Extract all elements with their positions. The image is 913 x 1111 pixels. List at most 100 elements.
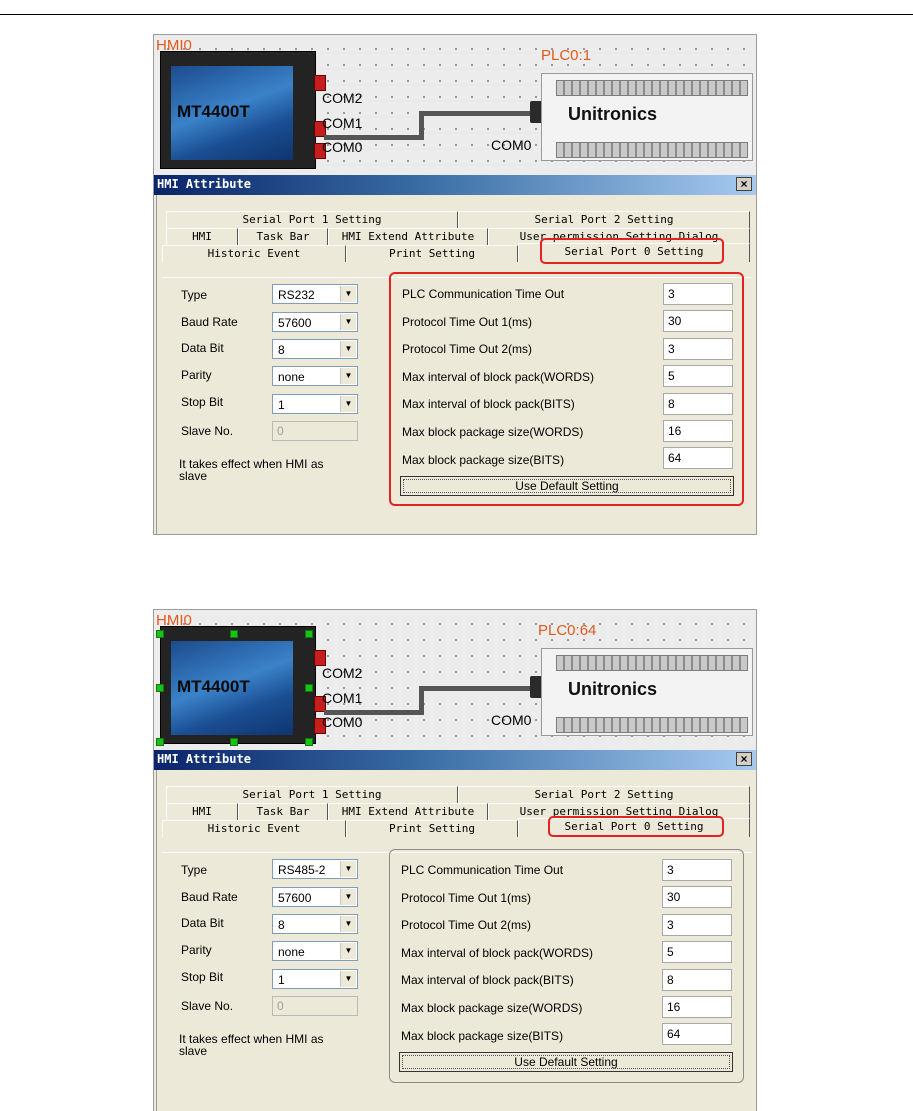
- selection-handle[interactable]: [230, 630, 238, 638]
- use-default-setting-button[interactable]: Use Default Setting: [399, 1052, 733, 1072]
- chevron-down-icon[interactable]: ▼: [340, 861, 356, 877]
- param-input[interactable]: 3: [662, 914, 732, 936]
- baud-rate-select[interactable]: 57600▼: [272, 312, 358, 332]
- com0-port[interactable]: [314, 718, 326, 734]
- plc-device[interactable]: Unitronics: [541, 648, 753, 736]
- type-label: Type: [181, 863, 208, 877]
- tab-serial-port-0[interactable]: Serial Port 0 Setting: [518, 243, 750, 262]
- type-select[interactable]: RS232▼: [272, 284, 358, 304]
- cable-segment[interactable]: [419, 111, 424, 140]
- plc-connector[interactable]: [530, 101, 544, 123]
- chevron-down-icon[interactable]: ▼: [340, 314, 356, 330]
- cable-segment[interactable]: [324, 710, 422, 715]
- param-input[interactable]: 5: [662, 941, 732, 963]
- plc-terminal-bottom: [556, 142, 748, 158]
- parity-label: Parity: [181, 368, 212, 382]
- selection-handle[interactable]: [230, 738, 238, 746]
- data-bit-label: Data Bit: [181, 916, 224, 930]
- use-default-setting-button[interactable]: Use Default Setting: [400, 476, 734, 496]
- screenshot-rs485: HMI0 MT4400T COM2 COM1 COM0 PLC0:64 COM0…: [153, 609, 757, 1111]
- com1-port[interactable]: [314, 121, 326, 137]
- chevron-down-icon[interactable]: ▼: [340, 286, 356, 302]
- baud-rate-select[interactable]: 57600▼: [272, 887, 358, 907]
- close-button[interactable]: ×: [736, 752, 752, 766]
- tab-serial-port-2[interactable]: Serial Port 2 Setting: [458, 211, 750, 228]
- tab-historic-event[interactable]: Historic Event: [162, 245, 346, 262]
- hmi-device[interactable]: MT4400T: [160, 626, 316, 744]
- dialog-titlebar[interactable]: HMI Attribute ×: [154, 750, 756, 770]
- chevron-down-icon[interactable]: ▼: [340, 916, 356, 932]
- cable-segment[interactable]: [419, 111, 537, 116]
- stop-bit-select[interactable]: 1▼: [272, 394, 358, 414]
- type-select[interactable]: RS485-2 ▼: [272, 859, 358, 879]
- param-input[interactable]: 5: [663, 365, 733, 387]
- param-input[interactable]: 3: [663, 338, 733, 360]
- plc-device[interactable]: Unitronics: [541, 73, 753, 161]
- page-header-rule: [0, 14, 913, 15]
- param-input[interactable]: 16: [662, 996, 732, 1018]
- tab-task-bar[interactable]: Task Bar: [238, 228, 328, 245]
- tab-hmi-extend-attribute[interactable]: HMI Extend Attribute: [328, 228, 488, 245]
- cable-segment[interactable]: [324, 135, 422, 140]
- selection-handle[interactable]: [305, 684, 313, 692]
- tab-serial-port-1[interactable]: Serial Port 1 Setting: [166, 786, 458, 803]
- parity-select[interactable]: none▼: [272, 941, 358, 961]
- data-bit-select[interactable]: 8▼: [272, 914, 358, 934]
- stop-bit-select[interactable]: 1▼: [272, 969, 358, 989]
- project-canvas[interactable]: HMI0 MT4400T COM2 COM1 COM0 PLC0:1 COM0 …: [154, 35, 756, 175]
- param-label: Max block package size(BITS): [401, 1029, 564, 1043]
- plc-connector[interactable]: [530, 676, 544, 698]
- tab-serial-port-2[interactable]: Serial Port 2 Setting: [458, 786, 750, 803]
- selection-handle[interactable]: [305, 630, 313, 638]
- parity-select[interactable]: none▼: [272, 366, 358, 386]
- dialog-left-border: [156, 195, 157, 534]
- tab-highlight-box: [548, 816, 724, 837]
- selection-handle[interactable]: [305, 738, 313, 746]
- dialog-titlebar[interactable]: HMI Attribute ×: [154, 175, 756, 195]
- param-input[interactable]: 3: [662, 859, 732, 881]
- cable-segment[interactable]: [419, 686, 424, 715]
- hmi-device[interactable]: MT4400T: [160, 51, 316, 169]
- param-label: Protocol Time Out 1(ms): [401, 891, 532, 905]
- selection-handle[interactable]: [156, 738, 164, 746]
- tab-task-bar[interactable]: Task Bar: [238, 803, 328, 820]
- com0-port[interactable]: [314, 143, 326, 159]
- tab-print-setting[interactable]: Print Setting: [346, 820, 518, 837]
- com2-port[interactable]: [314, 75, 326, 91]
- data-bit-select[interactable]: 8▼: [272, 339, 358, 359]
- chevron-down-icon[interactable]: ▼: [340, 341, 356, 357]
- close-button[interactable]: ×: [736, 177, 752, 191]
- com2-port[interactable]: [314, 650, 326, 666]
- param-input[interactable]: 30: [662, 886, 732, 908]
- cable-segment[interactable]: [419, 686, 537, 691]
- tab-historic-event[interactable]: Historic Event: [162, 820, 346, 837]
- param-label: Max interval of block pack(BITS): [402, 397, 575, 411]
- tab-serial-port-1[interactable]: Serial Port 1 Setting: [166, 211, 458, 228]
- project-canvas[interactable]: HMI0 MT4400T COM2 COM1 COM0 PLC0:64 COM0…: [154, 610, 756, 750]
- dialog-body: Serial Port 1 Setting Serial Port 2 Sett…: [154, 770, 756, 1111]
- param-input[interactable]: 3: [663, 283, 733, 305]
- serial-settings-panel: Type RS232▼ Baud Rate 57600▼ Data Bit 8▼…: [162, 272, 752, 534]
- data-bit-value: 8: [278, 918, 285, 932]
- chevron-down-icon[interactable]: ▼: [340, 396, 356, 412]
- chevron-down-icon[interactable]: ▼: [340, 971, 356, 987]
- param-input[interactable]: 16: [663, 420, 733, 442]
- tab-user-permission[interactable]: User permission Setting Dialog: [488, 803, 750, 820]
- type-value: RS485-2: [278, 863, 326, 877]
- param-input[interactable]: 64: [662, 1023, 732, 1045]
- tab-serial-port-0[interactable]: Serial Port 0 Setting: [518, 818, 750, 837]
- param-input[interactable]: 64: [663, 447, 733, 469]
- tab-hmi-extend-attribute[interactable]: HMI Extend Attribute: [328, 803, 488, 820]
- tab-hmi[interactable]: HMI: [166, 803, 238, 820]
- param-input[interactable]: 8: [663, 393, 733, 415]
- chevron-down-icon[interactable]: ▼: [340, 889, 356, 905]
- param-input[interactable]: 30: [663, 310, 733, 332]
- chevron-down-icon[interactable]: ▼: [340, 368, 356, 384]
- com1-port[interactable]: [314, 696, 326, 712]
- param-input[interactable]: 8: [662, 969, 732, 991]
- selection-handle[interactable]: [156, 630, 164, 638]
- tab-hmi[interactable]: HMI: [166, 228, 238, 245]
- chevron-down-icon[interactable]: ▼: [340, 943, 356, 959]
- selection-handle[interactable]: [156, 684, 164, 692]
- tab-print-setting[interactable]: Print Setting: [346, 245, 518, 262]
